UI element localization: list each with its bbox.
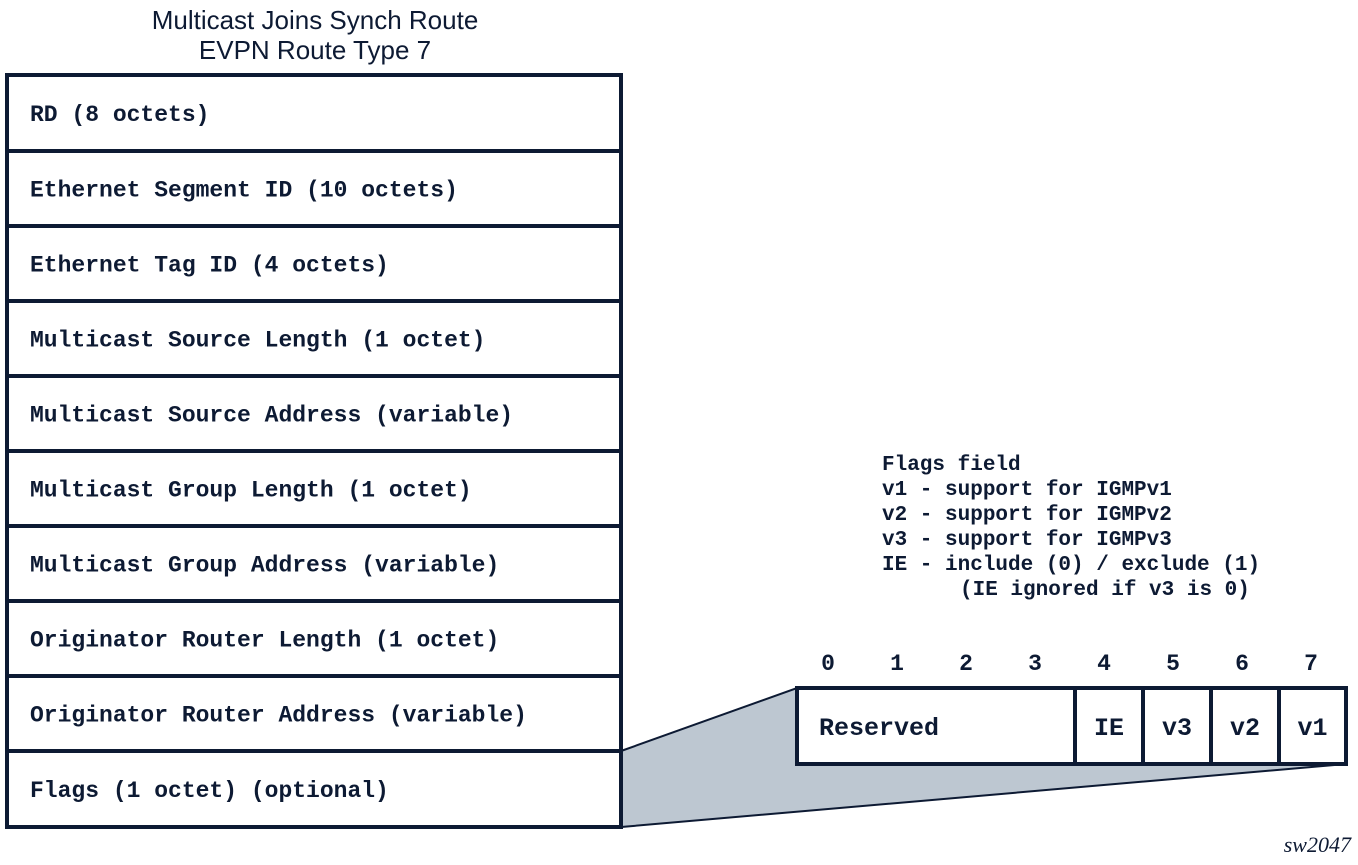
bit-number: 7: [1304, 651, 1318, 677]
bit-number: 1: [890, 651, 904, 677]
flag-bit-cell: v1: [1277, 686, 1348, 766]
route-field-label: Originator Router Length (1 octet): [30, 628, 499, 654]
route-field-box: [5, 299, 623, 378]
bit-number: 5: [1166, 651, 1180, 677]
route-field: Flags (1 octet) (optional): [5, 749, 623, 829]
flag-bit-box: [1073, 686, 1145, 766]
route-field-box: [5, 149, 623, 228]
flag-bit-box: [1277, 686, 1348, 766]
route-field: Multicast Source Length (1 octet): [5, 299, 623, 378]
legend-v3: v3 - support for IGMPv3: [882, 529, 1172, 552]
bit-number: 0: [821, 651, 835, 677]
route-field-stack: RD (8 octets) Ethernet Segment ID (10 oct…: [5, 73, 623, 829]
route-field-label: Originator Router Address (variable): [30, 703, 527, 729]
route-field-label: Ethernet Tag ID (4 octets): [30, 253, 389, 279]
legend-v1: v1 - support for IGMPv1: [882, 479, 1172, 502]
bit-number: 3: [1028, 651, 1042, 677]
route-field-box: [5, 524, 623, 603]
flag-bit-box: [1209, 686, 1281, 766]
legend-ie-note: (IE ignored if v3 is 0): [960, 579, 1250, 602]
route-field-box: [5, 749, 623, 829]
flags-byte: Reserved IE v3 v2 v1: [795, 686, 1348, 766]
route-field: Multicast Group Length (1 octet): [5, 449, 623, 528]
diagram-title-line1: Multicast Joins Synch Route: [152, 5, 479, 35]
route-field-label: Flags (1 octet) (optional): [30, 778, 389, 804]
legend-title: Flags field: [882, 454, 1021, 477]
flag-bit-label: IE: [1094, 714, 1124, 743]
route-field: RD (8 octets): [5, 73, 623, 153]
route-field: Ethernet Segment ID (10 octets): [5, 149, 623, 228]
bit-number: 2: [959, 651, 973, 677]
flag-bit-cell: v2: [1209, 686, 1281, 766]
flag-bit-box: [795, 686, 1077, 766]
route-field-label: Multicast Group Address (variable): [30, 553, 499, 579]
flag-bit-label: v2: [1230, 714, 1260, 743]
route-field: Multicast Group Address (variable): [5, 524, 623, 603]
flag-bit-label: v3: [1162, 714, 1192, 743]
legend-v2: v2 - support for IGMPv2: [882, 504, 1172, 527]
bit-number: 4: [1097, 651, 1111, 677]
route-field: Originator Router Length (1 octet): [5, 599, 623, 678]
route-field-box: [5, 449, 623, 528]
route-field-label: Multicast Group Length (1 octet): [30, 478, 472, 504]
flag-bit-cell: v3: [1141, 686, 1213, 766]
legend-ie: IE - include (0) / exclude (1): [882, 554, 1260, 577]
route-field-box: [5, 73, 623, 153]
flag-bit-label: v1: [1297, 714, 1327, 743]
flag-bit-cell: Reserved: [795, 686, 1077, 766]
route-field: Originator Router Address (variable): [5, 674, 623, 753]
figure-id: sw2047: [1284, 832, 1352, 857]
flag-bit-cell: IE: [1073, 686, 1145, 766]
route-field-box: [5, 224, 623, 303]
route-field-box: [5, 374, 623, 453]
route-field-label: Multicast Source Length (1 octet): [30, 328, 485, 354]
route-field: Ethernet Tag ID (4 octets): [5, 224, 623, 303]
route-field-label: Multicast Source Address (variable): [30, 403, 513, 429]
flag-bit-label: Reserved: [819, 714, 939, 743]
route-field-label: Ethernet Segment ID (10 octets): [30, 178, 458, 204]
route-field-label: RD (8 octets): [30, 102, 209, 128]
route-field: Multicast Source Address (variable): [5, 374, 623, 453]
bit-number-row: 0 1 2 3 4 5 6 7: [821, 651, 1318, 677]
diagram-title-line2: EVPN Route Type 7: [199, 35, 431, 65]
bit-number: 6: [1235, 651, 1249, 677]
flags-legend: Flags field v1 - support for IGMPv1 v2 -…: [882, 454, 1260, 602]
